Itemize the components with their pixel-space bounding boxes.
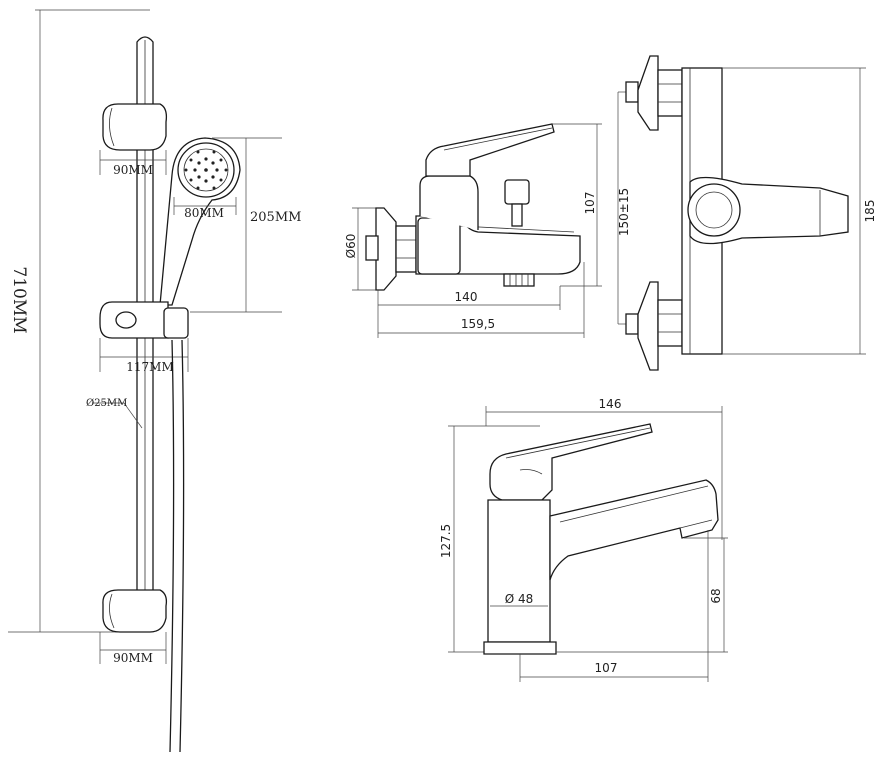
base-diameter-label: Ø 48 <box>505 592 534 606</box>
basin-mixer-drawing: 146 127.5 Ø 48 68 107 <box>439 397 728 682</box>
front-height-label: 185 <box>863 200 877 223</box>
overall-length-label: 159,5 <box>461 317 495 331</box>
slider-width-label: 117MM <box>126 360 173 374</box>
spout-length-label: 140 <box>455 290 478 304</box>
head-height-label: 205MM <box>250 210 301 225</box>
rail-length-label: 710MM <box>9 266 29 333</box>
bath-mixer-side-view: Ø60 107 140 <box>344 123 602 338</box>
spout-height-label: 68 <box>709 588 723 603</box>
flange-diameter-label: Ø60 <box>344 234 358 259</box>
side-height-label: 107 <box>583 192 597 215</box>
top-bracket-width-label: 90MM <box>113 163 153 177</box>
basin-height-label: 127.5 <box>439 524 453 558</box>
spout-reach-label: 107 <box>595 661 618 675</box>
shower-set-drawing: 710MM 90MM <box>8 9 301 753</box>
basin-width-label: 146 <box>599 397 622 411</box>
bath-mixer-front-view: 150±15 185 <box>617 55 877 371</box>
center-distance-label: 150±15 <box>617 188 631 236</box>
bottom-bracket-width-label: 90MM <box>113 651 153 665</box>
rail-diameter-label: Ø25MM <box>86 398 127 409</box>
shower-nozzles <box>184 150 228 190</box>
head-diameter-label: 80MM <box>184 206 224 220</box>
